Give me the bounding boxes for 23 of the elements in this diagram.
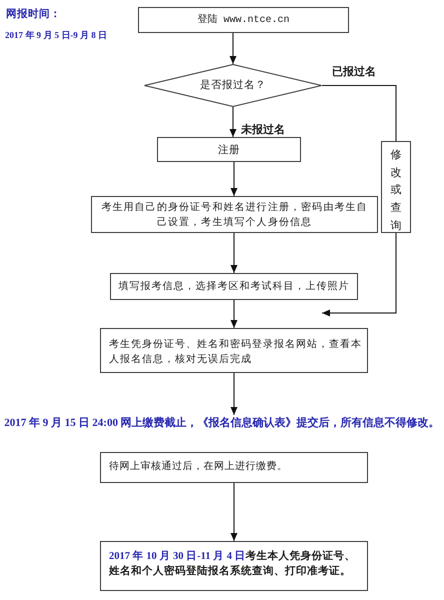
date-text: 2017 年 9 月 5 日-9 月 8 日 bbox=[5, 29, 107, 41]
process-box: 2017 年 10 月 30 日-11 月 4 日考生本人凭身份证号、姓名和个人密码登陆报名系统查询、打印准考证。 bbox=[100, 541, 368, 591]
process-box: 修改或查询 bbox=[381, 141, 411, 233]
heading-text: 网报时间： bbox=[6, 8, 61, 22]
arrow bbox=[230, 32, 236, 64]
process-box: 填写报考信息，选择考区和考试科目，上传照片 bbox=[110, 273, 358, 300]
arrow bbox=[230, 162, 238, 196]
notice-text: 2017 年 9 月 15 日 24:00 网上缴费截止，《报名信息确认表》提交后，所有信息不得修改。 bbox=[0, 415, 444, 432]
arrow bbox=[230, 232, 238, 274]
process-box: 待网上审核通过后，在网上进行缴费。 bbox=[100, 452, 368, 483]
connector-line bbox=[322, 85, 396, 142]
process-box: 考生用自己的身份证号和姓名进行注册，密码由考生自己设置，考生填写个人身份信息 bbox=[91, 196, 378, 233]
process-box: 考生凭身份证号、姓名和密码登录报名网站，查看本人报名信息，核对无误后完成 bbox=[100, 328, 368, 373]
arrow bbox=[230, 372, 238, 416]
arrow bbox=[230, 106, 236, 138]
process-box: 注册 bbox=[157, 137, 301, 162]
decision-diamond: 是否报过名？ bbox=[144, 64, 322, 107]
arrow bbox=[322, 232, 396, 316]
edge-label: 未报过名 bbox=[240, 124, 286, 137]
process-box: 登陆 www.ntce.cn bbox=[138, 7, 349, 33]
edge-label: 已报过名 bbox=[331, 66, 377, 79]
arrow bbox=[230, 300, 238, 328]
arrow bbox=[230, 482, 238, 542]
